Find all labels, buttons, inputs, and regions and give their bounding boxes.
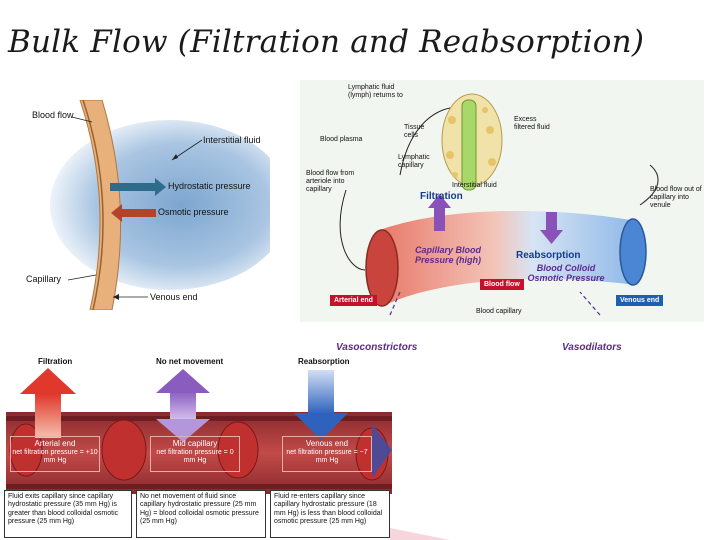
interstitial-fluid-label: Interstitial fluid <box>203 135 261 145</box>
blood-flow-tag: Blood flow <box>480 279 524 290</box>
blood-capillary-label: Blood capillary <box>476 308 522 315</box>
blood-flow-label: Blood flow <box>32 110 74 120</box>
venous-end-segment: Venous end net filtration pressure = −7 … <box>282 436 372 472</box>
no-net-movement-explanation: No net movement of fluid since capillary… <box>136 490 266 538</box>
reabsorption-arrow-icon <box>546 212 557 230</box>
blood-capillary-vessel <box>380 210 635 305</box>
interstitial-fluid-label: Interstitial fluid <box>452 182 497 189</box>
lymphatic-fluid-label: Lymphatic fluid (lymph) returns to <box>348 84 403 100</box>
vasoconstrictors-label: Vasoconstrictors <box>336 342 418 353</box>
no-net-movement-heading: No net movement <box>156 357 224 366</box>
excess-filtered-fluid-label: Excess filtered fluid <box>514 116 550 132</box>
mid-capillary-segment: Mid capillary net filtration pressure = … <box>150 436 240 472</box>
reabsorption-heading: Reabsorption <box>298 357 350 366</box>
venous-end-label: Venous end <box>305 439 349 448</box>
blood-flow-out-label: Blood flow out of capillary into venule <box>650 186 702 210</box>
arterial-net-label: net filtration pressure = +10 mm Hg <box>12 449 98 465</box>
up-arrow-icon <box>35 394 61 438</box>
down-arrow-icon <box>308 370 334 414</box>
blood-flow-from-arteriole-label: Blood flow from arteriole into capillary <box>306 170 355 194</box>
filtration-heading: Filtration <box>38 357 73 366</box>
capillary-exchange-diagram: Lymphatic fluid (lymph) returns to Exces… <box>300 80 704 322</box>
blood-colloid-osmotic-pressure-label: Blood Colloid Osmotic Pressure <box>527 263 605 283</box>
blood-plasma-label: Blood plasma <box>320 136 363 143</box>
net-filtration-illustration <box>6 368 392 494</box>
osmotic-pressure-label: Osmotic pressure <box>158 207 229 217</box>
capillary-wall-illustration <box>50 100 270 310</box>
venous-end-opening <box>619 218 647 286</box>
page-title: Bulk Flow (Filtration and Reabsorption) <box>8 24 645 60</box>
capillary-exchange-illustration <box>339 93 659 316</box>
reabsorption-explanation: Fluid re-enters capillary since capillar… <box>270 490 390 538</box>
arterial-end-tag: Arterial end <box>330 295 377 306</box>
capillary-wall <box>79 100 122 310</box>
double-arrow-icon <box>170 391 196 421</box>
venous-end-label: Venous end <box>150 292 198 302</box>
venous-end-tag: Venous end <box>616 295 664 306</box>
tissue-cells-label: Tissue cells <box>404 124 425 140</box>
osmotic-arrow-icon <box>122 209 156 217</box>
lymphatic-capillary-label: Lymphatic capillary <box>398 154 430 170</box>
hydrostatic-pressure-label: Hydrostatic pressure <box>168 181 251 191</box>
arterial-end-segment: Arterial end net filtration pressure = +… <box>10 436 100 472</box>
decorative-shape <box>390 528 450 540</box>
capillary-label: Capillary <box>26 274 62 284</box>
filtration-explanation: Fluid exits capillary since capillary hy… <box>4 490 132 538</box>
capillary-blood-pressure-label: Capillary Blood Pressure (high) <box>414 245 481 265</box>
venous-net-label: net filtration pressure = −7 mm Hg <box>286 449 368 465</box>
filtration-arrow-icon <box>434 207 445 231</box>
vasodilators-label: Vasodilators <box>562 342 622 353</box>
arterial-end-label: Arterial end <box>34 439 76 448</box>
net-filtration-diagram: Filtration No net movement Reabsorption <box>0 356 392 540</box>
reabsorption-label: Reabsorption <box>516 250 581 261</box>
mid-capillary-label: Mid capillary <box>172 439 218 448</box>
filtration-label: Filtration <box>420 191 463 202</box>
mid-net-label: net filtration pressure = 0 mm Hg <box>156 449 234 465</box>
hydrostatic-arrow-icon <box>110 183 155 191</box>
capillary-wall-diagram: Blood flow Interstitial fluid Hydrostati… <box>20 100 270 310</box>
lymphatic-capillary <box>461 99 477 191</box>
arterial-end-opening <box>365 229 399 307</box>
